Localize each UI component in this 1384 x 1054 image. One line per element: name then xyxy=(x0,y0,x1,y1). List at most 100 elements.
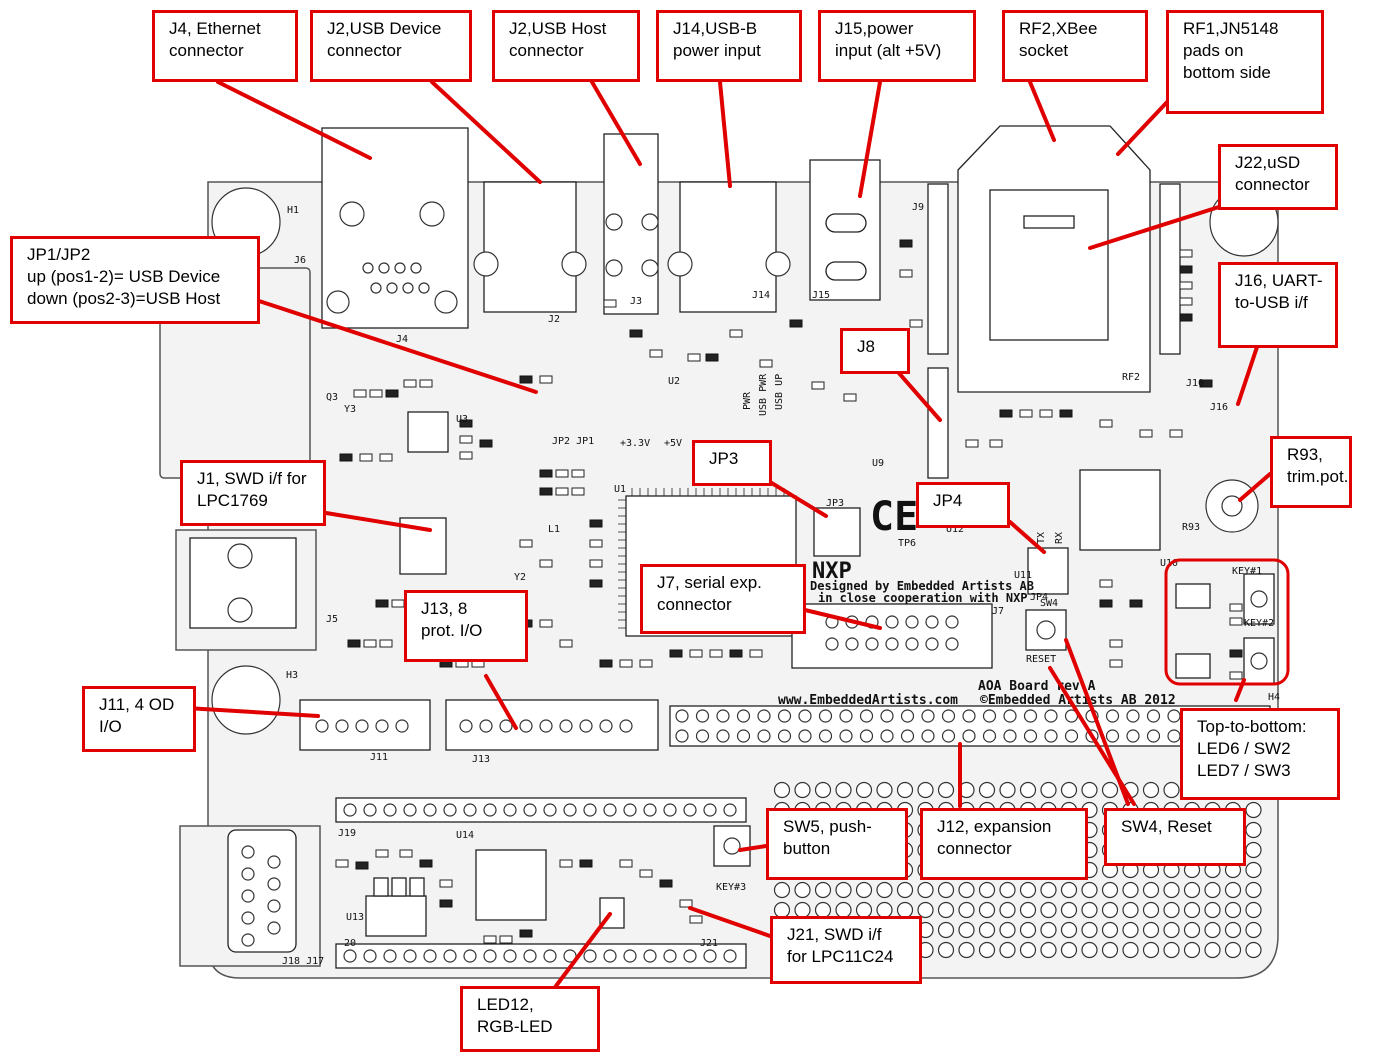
silk-usb-up: USB UP xyxy=(774,374,785,410)
silk-u13: U13 xyxy=(346,912,364,923)
callout-rf2: RF2,XBee socket xyxy=(1002,10,1148,82)
smd-part xyxy=(519,929,533,938)
j12-pin xyxy=(941,709,956,723)
proto-hole xyxy=(999,881,1016,899)
j20-pin xyxy=(443,949,457,963)
callout-j21: J21, SWD i/f for LPC11C24 xyxy=(770,916,922,984)
proto-hole xyxy=(958,881,975,899)
proto-hole xyxy=(1019,941,1037,959)
silk-sw4: SW4 xyxy=(1040,598,1058,609)
smd-part xyxy=(639,869,653,878)
j20-pin xyxy=(563,949,577,963)
smd-part xyxy=(369,389,383,398)
silk-j15: J15 xyxy=(812,290,830,301)
smd-part xyxy=(603,299,617,308)
smd-part xyxy=(1169,429,1183,438)
proto-hole xyxy=(1122,881,1139,899)
silk-u11: U11 xyxy=(1014,570,1032,581)
proto-hole xyxy=(999,901,1016,919)
j12-pin xyxy=(1167,709,1181,723)
proto-hole xyxy=(1183,941,1201,959)
proto-hole xyxy=(835,881,852,899)
j12-pin xyxy=(777,709,792,723)
j12-pin xyxy=(675,709,689,723)
smd-part xyxy=(589,559,603,568)
smd-part xyxy=(619,659,633,668)
j12-pin xyxy=(695,729,710,743)
smd-part xyxy=(899,269,913,278)
smd-part xyxy=(559,859,573,868)
smd-part xyxy=(989,439,1003,448)
j19-pin xyxy=(623,803,637,817)
j12-pin xyxy=(675,729,689,743)
proto-hole xyxy=(1122,921,1139,939)
proto-hole xyxy=(896,781,914,799)
j12-pin xyxy=(900,729,915,743)
silk-j5: J5 xyxy=(326,614,338,625)
j19-top-header xyxy=(335,797,747,823)
j20-pin xyxy=(723,949,737,963)
silk-board-name: AOA Board rev A xyxy=(978,679,1096,694)
smd-part xyxy=(559,639,573,648)
silk-u2: U2 xyxy=(668,376,680,387)
j12-pin xyxy=(1003,709,1017,723)
proto-hole xyxy=(1122,941,1139,959)
proto-hole xyxy=(1163,941,1180,959)
smd-part xyxy=(1229,671,1243,680)
smd-part xyxy=(689,915,703,924)
silk-rx: RX xyxy=(1054,532,1065,544)
proto-hole xyxy=(1224,881,1242,899)
j19-pin xyxy=(723,803,737,817)
smd-part xyxy=(759,359,773,368)
proto-hole xyxy=(999,921,1016,939)
silk-j21: J21 xyxy=(700,938,718,949)
j2-usb-device-body xyxy=(483,181,577,313)
j19-pin xyxy=(583,803,597,817)
smd-part xyxy=(539,487,553,496)
proto-hole xyxy=(1101,781,1119,799)
j19-pin xyxy=(663,803,677,817)
proto-hole xyxy=(1101,941,1119,959)
j19-pin xyxy=(463,803,477,817)
switch-led-highlight xyxy=(1164,558,1290,686)
smd-part xyxy=(909,319,923,328)
smd-part xyxy=(355,861,369,870)
smd-part xyxy=(729,649,743,658)
smd-part xyxy=(709,649,723,658)
callout-top-to-bottom: Top-to-bottom: LED6 / SW2 LED7 / SW3 xyxy=(1180,708,1340,800)
j4-ethernet-pins xyxy=(326,201,458,314)
j20-pin xyxy=(603,949,617,963)
j12-pin xyxy=(736,729,751,743)
j19-pin xyxy=(563,803,577,817)
j20-pin xyxy=(663,949,677,963)
silk-j18: J18 J17 xyxy=(282,956,324,967)
j12-pin xyxy=(1105,709,1120,723)
proto-hole xyxy=(855,781,873,799)
proto-hole xyxy=(814,781,832,799)
silk-3v3: +3.3V xyxy=(620,438,650,449)
silk-j9: J9 xyxy=(912,202,924,213)
j12-pin xyxy=(1044,729,1058,743)
proto-hole xyxy=(794,781,811,799)
j12-pin xyxy=(962,709,976,723)
j19-pin xyxy=(423,803,437,817)
silk-h3: H3 xyxy=(286,670,298,681)
smd-part xyxy=(599,659,613,668)
proto-hole xyxy=(999,941,1016,959)
proto-hole xyxy=(1183,881,1201,899)
smd-part xyxy=(419,859,433,868)
j18-pins xyxy=(241,845,281,947)
callout-j16: J16, UART- to-USB i/f xyxy=(1218,262,1338,348)
proto-hole xyxy=(1204,901,1221,919)
silk-u12: U12 xyxy=(946,524,964,535)
j20-pins xyxy=(343,803,737,963)
proto-hole xyxy=(896,881,914,899)
j12-pin xyxy=(798,709,812,723)
callout-rf1: RF1,JN5148 pads on bottom side xyxy=(1166,10,1324,114)
proto-hole xyxy=(855,881,873,899)
j12-pin xyxy=(982,709,997,723)
j12-pin xyxy=(1167,729,1181,743)
smd-part xyxy=(579,859,593,868)
smd-part xyxy=(391,599,405,608)
j20-pin xyxy=(683,949,697,963)
